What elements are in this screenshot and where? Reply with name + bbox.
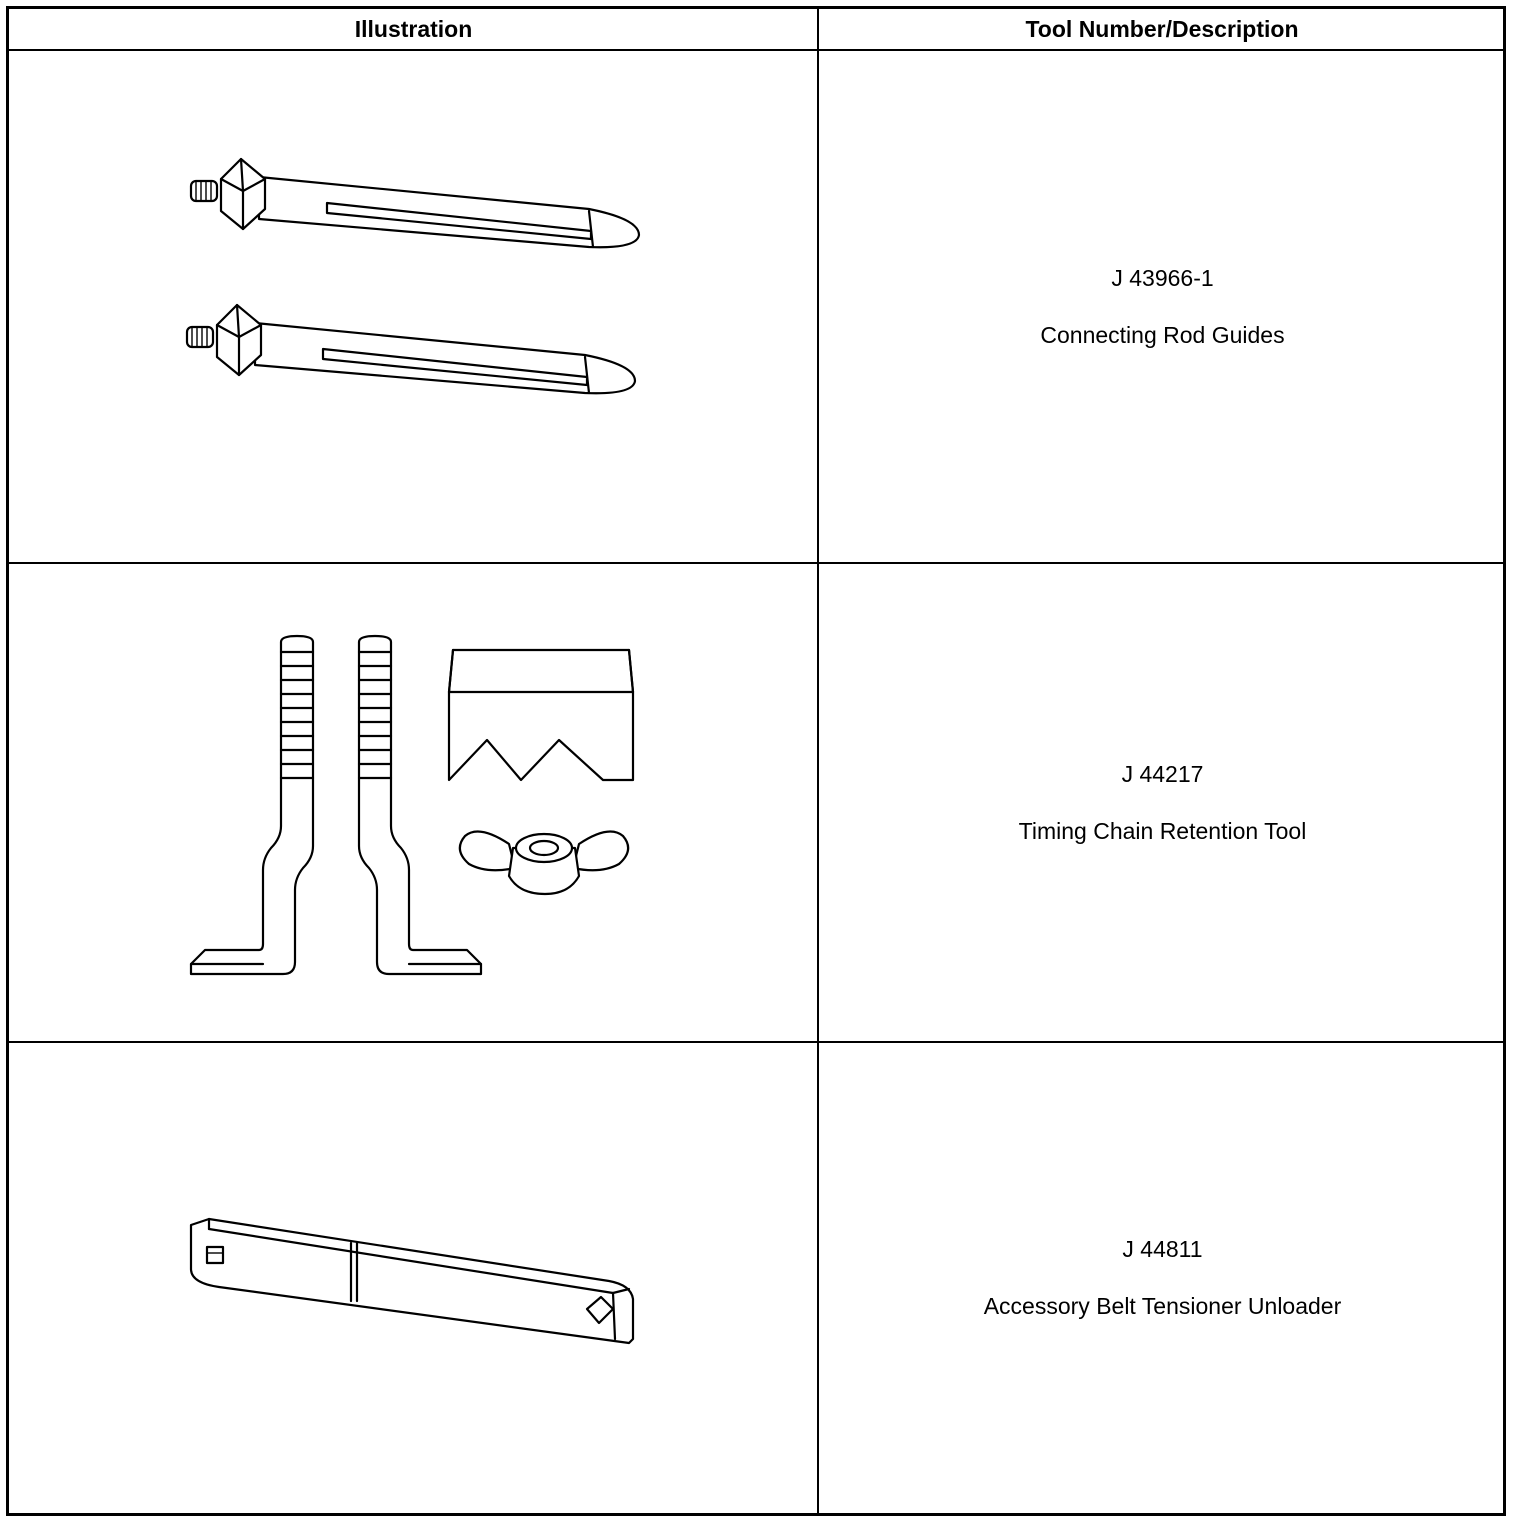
tool-description-cell: J 44811 Accessory Belt Tensioner Unloade… [819, 1043, 1506, 1513]
table-row: J 43966-1 Connecting Rod Guides [9, 51, 1503, 564]
tool-description-cell: J 43966-1 Connecting Rod Guides [819, 51, 1506, 562]
accessory-belt-tensioner-unloader-icon [189, 1217, 635, 1345]
connecting-rod-guides-icon [185, 157, 641, 395]
illustration-cell [9, 564, 817, 1041]
tool-description-cell: J 44217 Timing Chain Retention Tool [819, 564, 1506, 1041]
tool-number: J 43966-1 [1111, 264, 1214, 291]
tool-description: Timing Chain Retention Tool [1018, 817, 1307, 844]
tool-number: J 44217 [1121, 760, 1204, 787]
special-tools-table: Illustration Tool Number/Description [6, 6, 1506, 1516]
tool-description: Accessory Belt Tensioner Unloader [983, 1293, 1342, 1319]
illustration-cell [9, 1043, 817, 1513]
tool-description: Connecting Rod Guides [1040, 321, 1285, 348]
timing-chain-retention-tool-icon [189, 634, 635, 976]
column-divider [817, 9, 819, 1513]
table-row: J 44811 Accessory Belt Tensioner Unloade… [9, 1043, 1503, 1513]
header-illustration: Illustration [354, 15, 473, 42]
header-tool-number-description: Tool Number/Description [1025, 15, 1299, 42]
tool-number: J 44811 [1122, 1236, 1203, 1262]
table-header-row: Illustration Tool Number/Description [9, 9, 1503, 51]
illustration-cell [9, 51, 817, 562]
table-row: J 44217 Timing Chain Retention Tool [9, 564, 1503, 1043]
